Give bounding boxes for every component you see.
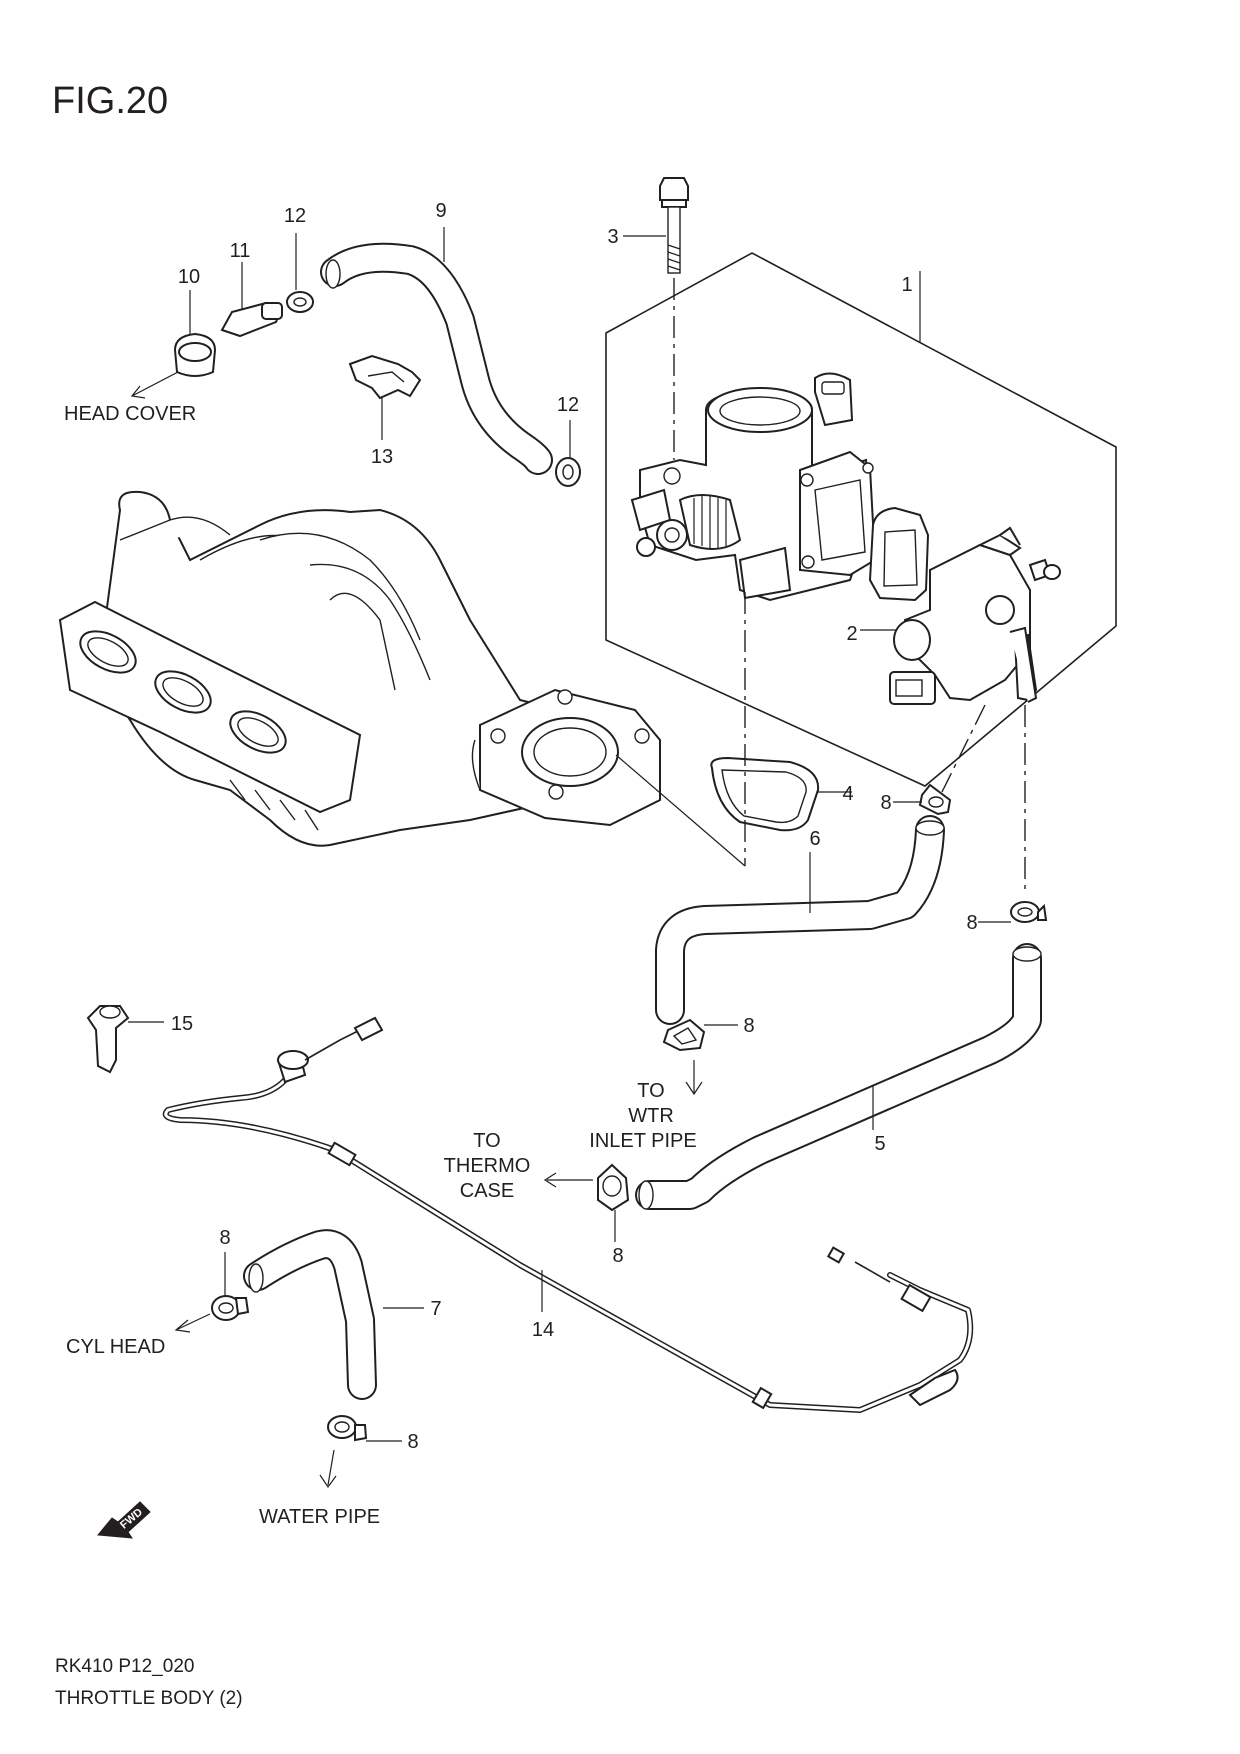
figure-title: FIG.20 xyxy=(52,80,168,122)
throttle-gasket xyxy=(868,506,930,602)
part-15-clip xyxy=(86,1005,130,1074)
callout-6: 6 xyxy=(809,828,820,850)
callout-15: 15 xyxy=(171,1013,193,1035)
callout-9: 9 xyxy=(435,200,446,222)
fwd-arrow-icon: FWD xyxy=(97,1501,151,1539)
part-10-grommet xyxy=(173,332,217,377)
callout-12-b: 12 xyxy=(557,394,579,416)
part-8-clamp-4 xyxy=(597,1163,630,1212)
part-12-clamp-upper xyxy=(286,291,314,313)
part-1-throttle-body xyxy=(630,372,877,602)
callout-8-f: 8 xyxy=(407,1431,418,1453)
callout-8-a: 8 xyxy=(880,792,891,814)
footer-code: RK410 P12_020 xyxy=(55,1656,194,1677)
dest-water-pipe: WATER PIPE xyxy=(259,1506,380,1528)
callout-3: 3 xyxy=(607,226,618,248)
callout-8-e: 8 xyxy=(219,1227,230,1249)
callout-8-d: 8 xyxy=(612,1245,623,1267)
dest-cyl-head: CYL HEAD xyxy=(66,1336,165,1358)
part-8-clamp-6 xyxy=(327,1415,368,1442)
part-8-clamp-2 xyxy=(1010,901,1048,923)
footer-caption: THROTTLE BODY (2) xyxy=(55,1688,243,1709)
assembly-outline-1 xyxy=(605,252,1117,787)
part-2-idle-air-control-valve xyxy=(889,526,1061,705)
part-12-clamp-lower xyxy=(555,457,581,487)
dest-wtr-line-3: INLET PIPE xyxy=(589,1130,696,1152)
dest-wtr-line-2: WTR xyxy=(628,1105,674,1127)
part-8-clamp-3 xyxy=(662,1018,706,1052)
callout-2: 2 xyxy=(846,623,857,645)
intake-manifold xyxy=(58,490,661,847)
part-5-hose xyxy=(635,943,1042,1210)
dest-thermo-line-1: TO xyxy=(473,1130,500,1152)
callout-1: 1 xyxy=(901,274,912,296)
callout-12-a: 12 xyxy=(284,205,306,227)
part-8-clamp-1 xyxy=(918,783,952,816)
dest-wtr-line-1: TO xyxy=(637,1080,664,1102)
part-4-gasket xyxy=(710,756,820,832)
part-8-clamp-5 xyxy=(211,1295,250,1321)
callout-13: 13 xyxy=(371,446,393,468)
dest-thermo-line-3: CASE xyxy=(460,1180,514,1202)
callout-5: 5 xyxy=(874,1133,885,1155)
callout-8-c: 8 xyxy=(743,1015,754,1037)
callout-11: 11 xyxy=(230,240,251,262)
part-3-bolt xyxy=(659,177,689,274)
callout-8-b: 8 xyxy=(966,912,977,934)
dest-thermo-line-2: THERMO xyxy=(444,1155,531,1177)
part-11-pcv-valve xyxy=(220,301,283,338)
callout-14: 14 xyxy=(532,1319,554,1341)
callout-4: 4 xyxy=(842,783,853,805)
callout-7: 7 xyxy=(430,1298,441,1320)
dest-head-cover: HEAD COVER xyxy=(64,403,196,425)
part-13-bracket xyxy=(348,354,422,400)
callout-10: 10 xyxy=(178,266,200,288)
part-14-cable xyxy=(162,1016,974,1413)
